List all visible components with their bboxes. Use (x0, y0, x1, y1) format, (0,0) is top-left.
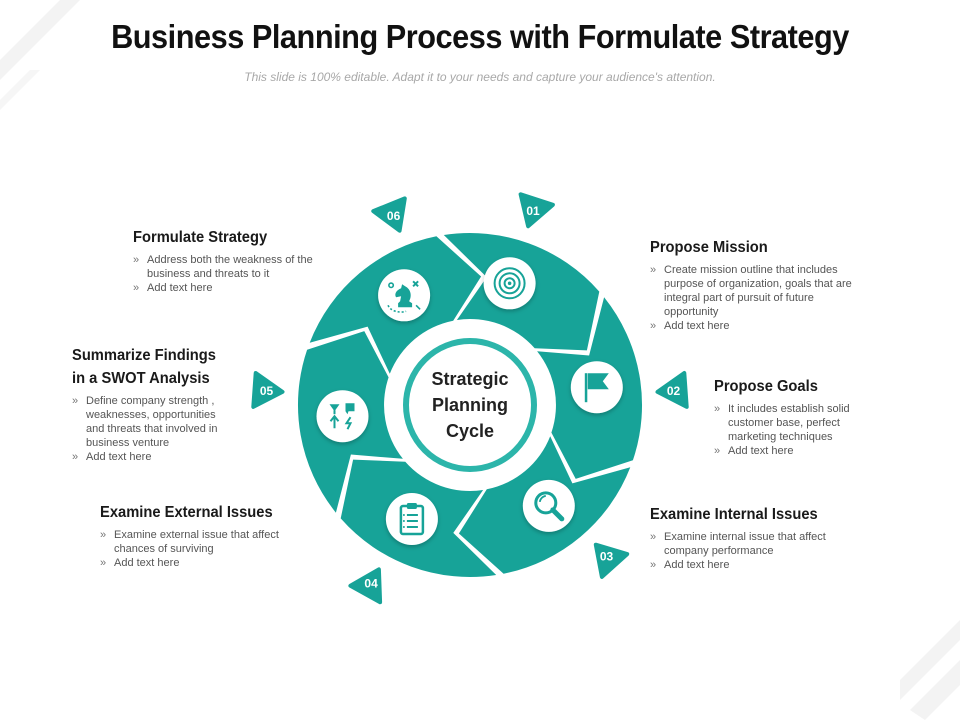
icon-glyph (584, 373, 609, 403)
flag-icon (570, 361, 623, 414)
icon-glyph (329, 403, 355, 430)
magnifier-icon (522, 479, 575, 532)
swot-icon (316, 390, 369, 443)
step-03-bullet-1: Examine internal issue that affect compa… (650, 530, 834, 558)
step-02-text: Propose Goals It includes establish soli… (714, 375, 874, 458)
step-01-bullet-2: Add text here (650, 319, 865, 333)
icon-circle-background (316, 390, 369, 443)
step-02-bullet-1: It includes establish solid customer bas… (714, 402, 874, 444)
step-05-heading: Summarize Findings in a SWOT Analysis (72, 344, 224, 390)
step-number-markers: 01 02 03 04 05 06 (251, 192, 689, 605)
step-05-heading-line1: Summarize Findings (72, 347, 216, 364)
icon-glyph (399, 503, 425, 536)
center-label: Strategic Planning Cycle (400, 366, 540, 444)
icon-circle-background (522, 479, 575, 532)
center-label-line3: Cycle (445, 421, 495, 441)
step-03-bullet-2: Add text here (650, 558, 850, 572)
page-title: Business Planning Process with Formulate… (111, 18, 849, 55)
step-05-bullet-2: Add text here (72, 450, 237, 464)
step-marker-05: 05 (251, 371, 285, 409)
step-04-bullet-1: Examine external issue that affect chanc… (100, 528, 300, 556)
center-ring (398, 333, 542, 477)
target-icon (483, 257, 536, 310)
step-number-label: 05 (260, 384, 274, 398)
icon-glyph (534, 491, 565, 522)
step-03-heading: Examine Internal Issues (650, 506, 818, 523)
step-marker-triangle (655, 371, 689, 409)
step-05-bullet-1: Define company strength , weaknesses, op… (72, 394, 237, 450)
step-01-heading: Propose Mission (650, 239, 768, 256)
step-05-text: Summarize Findings in a SWOT Analysis De… (72, 344, 237, 464)
step-marker-06: 06 (371, 196, 407, 233)
step-marker-triangle (251, 371, 285, 409)
step-number-label: 02 (667, 384, 681, 398)
step-number-label: 03 (600, 550, 614, 564)
step-number-label: 04 (364, 576, 378, 590)
chess-strategy-icon (378, 269, 431, 322)
step-marker-03: 03 (593, 542, 630, 579)
icon-glyph (493, 267, 526, 300)
step-icons (316, 257, 623, 545)
step-01-text: Propose Mission Create mission outline t… (650, 236, 865, 333)
step-number-label: 01 (526, 204, 540, 218)
step-marker-triangle (371, 196, 407, 233)
icon-circle-background (385, 493, 438, 545)
step-number-label: 06 (387, 209, 401, 223)
step-01-bullet-1: Create mission outline that includes pur… (650, 263, 865, 319)
step-marker-triangle (593, 542, 630, 579)
step-02-bullet-2: Add text here (714, 444, 874, 458)
decorative-corner-top-left (0, 0, 80, 110)
center-label-line1: Strategic (431, 369, 509, 389)
icon-glyph (387, 280, 421, 313)
step-06-text: Formulate Strategy Address both the weak… (133, 226, 313, 295)
step-06-bullet-2: Add text here (133, 281, 313, 295)
clipboard-icon (385, 493, 438, 545)
step-marker-01: 01 (518, 192, 555, 229)
step-04-heading: Examine External Issues (100, 504, 273, 521)
step-marker-04: 04 (348, 567, 383, 605)
step-04-bullet-2: Add text here (100, 556, 300, 570)
decorative-corner-bottom-right (900, 620, 960, 720)
step-03-text: Examine Internal Issues Examine internal… (650, 503, 850, 572)
step-marker-02: 02 (655, 371, 689, 409)
center-label-line2: Planning (432, 395, 508, 415)
step-marker-triangle (348, 567, 383, 605)
step-marker-triangle (518, 192, 555, 229)
page-subtitle: This slide is 100% editable. Adapt it to… (244, 70, 716, 84)
step-05-heading-line2: in a SWOT Analysis (72, 370, 210, 387)
step-06-bullet-1: Address both the weakness of the busines… (133, 253, 313, 281)
step-02-heading: Propose Goals (714, 378, 818, 395)
step-06-heading: Formulate Strategy (133, 229, 268, 246)
step-04-text: Examine External Issues Examine external… (100, 501, 300, 570)
